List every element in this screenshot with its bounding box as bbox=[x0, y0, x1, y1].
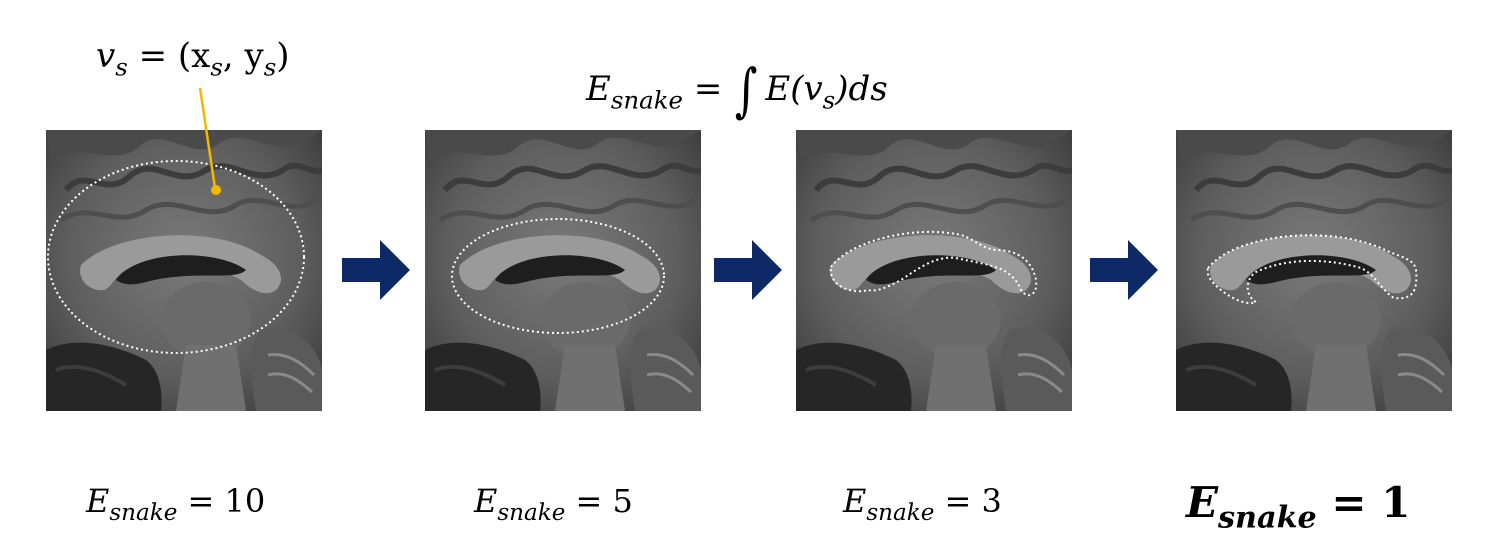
integral-lhs: E bbox=[586, 69, 611, 109]
energy-symbol: E bbox=[86, 482, 110, 520]
integral-tail: )ds bbox=[835, 69, 888, 109]
integral-lhs-subscript: snake bbox=[610, 85, 684, 115]
energy-label-4: Esnake = 1 bbox=[1186, 478, 1410, 536]
vertex-equation: vs = (xs, ys) bbox=[96, 36, 290, 82]
snake-contour bbox=[451, 218, 665, 334]
energy-label-1: Esnake = 10 bbox=[86, 482, 265, 526]
energy-subscript: snake bbox=[866, 500, 935, 527]
energy-symbol: E bbox=[843, 482, 867, 520]
integral-body: E(v bbox=[765, 69, 823, 109]
vertex-x-subscript: s bbox=[210, 52, 223, 82]
energy-subscript: snake bbox=[109, 500, 178, 527]
right-arrow-icon bbox=[1090, 240, 1158, 300]
energy-subscript: snake bbox=[497, 500, 566, 527]
integral-equals: = bbox=[683, 69, 723, 109]
vertex-symbol: v bbox=[96, 36, 116, 76]
vertex-rhs: = (x bbox=[138, 36, 211, 76]
snake-contour bbox=[47, 160, 305, 354]
mri-panel-4 bbox=[1176, 130, 1452, 411]
energy-integral-equation: Esnake = ∫E(vs)ds bbox=[586, 46, 888, 124]
energy-label-2: Esnake = 5 bbox=[474, 482, 633, 526]
energy-value: = 3 bbox=[944, 482, 1002, 520]
energy-value: = 10 bbox=[187, 482, 266, 520]
vertex-mid: , y bbox=[222, 36, 264, 76]
right-arrow-icon bbox=[714, 240, 782, 300]
mri-panel-3 bbox=[796, 130, 1072, 411]
vertex-close: ) bbox=[276, 36, 290, 76]
mri-panel-1 bbox=[46, 130, 322, 411]
right-arrow-icon bbox=[342, 240, 410, 300]
energy-value: = 5 bbox=[575, 482, 633, 520]
vertex-y-subscript: s bbox=[263, 52, 277, 82]
energy-value: = 1 bbox=[1331, 478, 1411, 527]
mri-panel-2 bbox=[425, 130, 701, 411]
energy-label-3: Esnake = 3 bbox=[843, 482, 1002, 526]
energy-symbol: E bbox=[474, 482, 498, 520]
energy-subscript: snake bbox=[1218, 500, 1317, 536]
integral-body-subscript: s bbox=[822, 85, 836, 115]
vertex-subscript: s bbox=[115, 52, 128, 82]
integral-sign: ∫ bbox=[734, 56, 758, 124]
snake-contour bbox=[829, 230, 1038, 297]
snake-contour bbox=[1206, 234, 1418, 304]
energy-symbol: E bbox=[1186, 478, 1219, 527]
